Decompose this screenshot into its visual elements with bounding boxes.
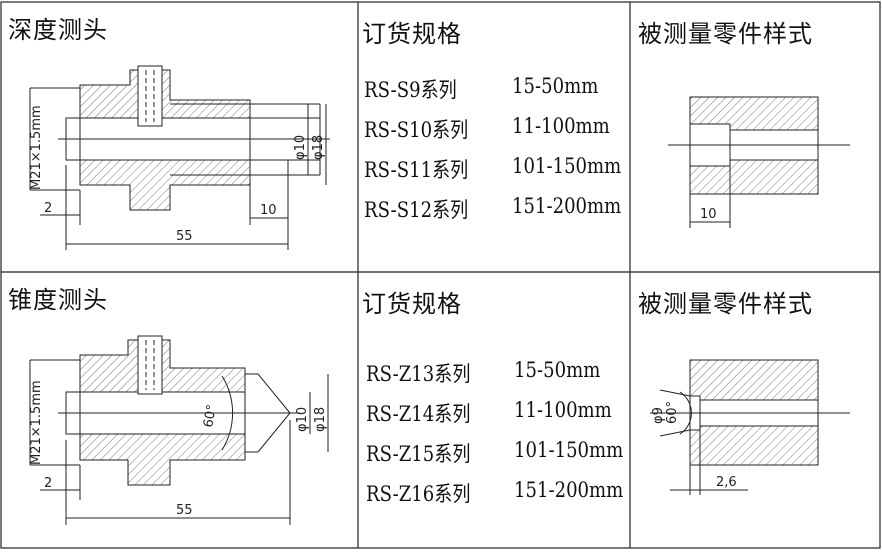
depth-l10-label: 10 [260, 203, 277, 218]
spec-range: 15-50mm [514, 358, 601, 382]
spec-range: 101-150mm [514, 438, 624, 462]
taper-part-drawing [650, 359, 850, 495]
spec-model: RS-S11系列 [364, 158, 469, 182]
taper-part-depth-label: 2,6 [716, 475, 737, 490]
spec-range: 101-150mm [512, 154, 622, 178]
spec-model: RS-Z14系列 [366, 402, 471, 426]
taper-spec-title: 订货规格 [362, 290, 462, 318]
taper-l2-label: 2 [44, 476, 52, 491]
taper-part-d9-label: φ9 [651, 407, 666, 424]
depth-part-title: 被测量零件样式 [638, 20, 813, 48]
spec-range: 15-50mm [512, 74, 599, 98]
depth-thread-label: M21×1.5mm [29, 105, 44, 190]
spec-range: 11-100mm [512, 114, 610, 138]
taper-probe-drawing [29, 335, 329, 525]
depth-spec-title: 订货规格 [362, 20, 462, 48]
taper-d18-label: φ18 [313, 407, 328, 432]
spec-model: RS-Z16系列 [366, 482, 471, 506]
spec-range: 11-100mm [514, 398, 612, 422]
taper-d10-label: φ10 [295, 407, 310, 432]
spec-range: 151-200mm [514, 478, 624, 502]
taper-l55-label: 55 [176, 503, 193, 518]
depth-probe-title: 深度测头 [8, 16, 108, 44]
spec-model: RS-S9系列 [364, 78, 457, 102]
depth-d18-label: φ18 [311, 135, 326, 160]
depth-l2-label: 2 [44, 201, 52, 216]
spec-model: RS-Z13系列 [366, 362, 471, 386]
taper-part-title: 被测量零件样式 [638, 290, 813, 318]
depth-part-drawing [668, 96, 850, 228]
depth-l55-label: 55 [176, 229, 193, 244]
taper-part-angle-label: 60° [665, 401, 680, 424]
spec-model: RS-Z15系列 [366, 442, 471, 466]
spec-range: 151-200mm [512, 194, 622, 218]
depth-probe-drawing [29, 65, 330, 250]
depth-d10-label: φ10 [293, 135, 308, 160]
depth-part-depth-label: 10 [700, 207, 717, 222]
taper-thread-label: M21×1.5mm [29, 380, 44, 465]
spec-model: RS-S12系列 [364, 198, 469, 222]
spec-model: RS-S10系列 [364, 118, 469, 142]
taper-angle-label: 60° [201, 403, 220, 428]
taper-probe-title: 锥度测头 [8, 286, 108, 314]
